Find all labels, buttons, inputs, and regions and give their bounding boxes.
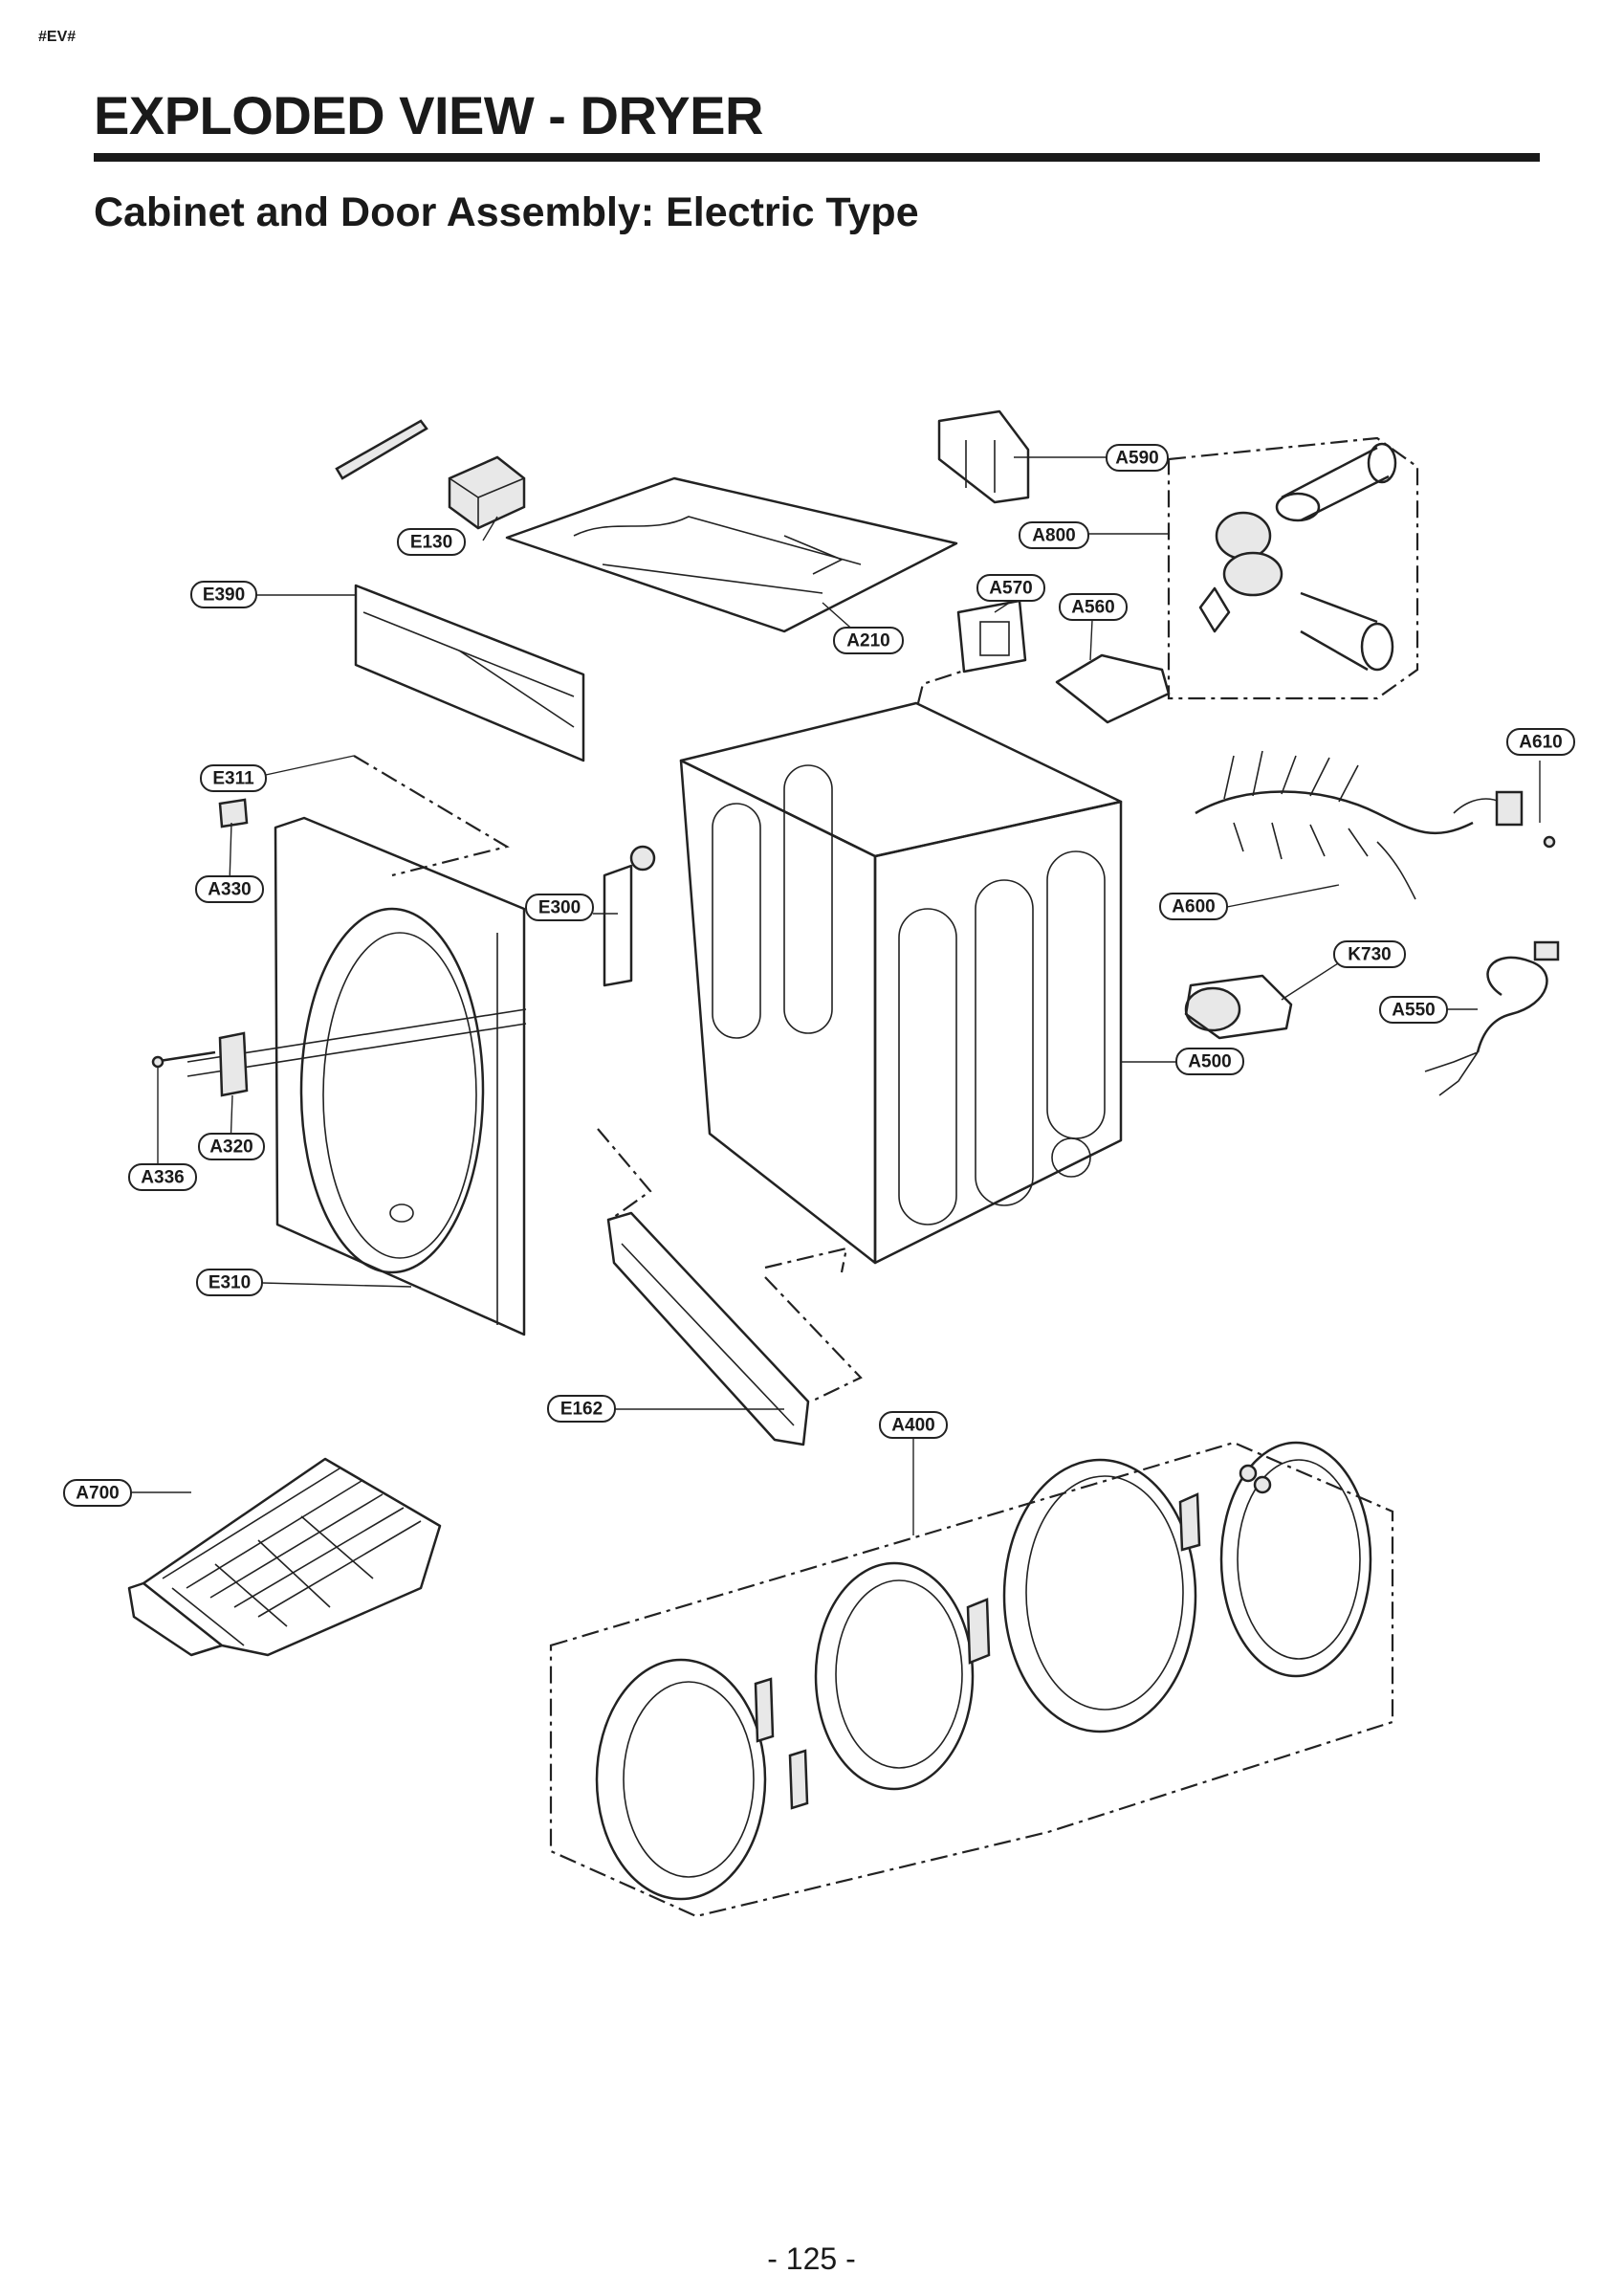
part-art-a320 bbox=[151, 1031, 249, 1097]
part-art-e130 bbox=[448, 455, 526, 530]
svg-text:A550: A550 bbox=[1392, 1001, 1435, 1021]
part-labels: A590 A800 E130 E390 A570 A560 A210 A610 … bbox=[63, 444, 1575, 1507]
part-art-a330 bbox=[218, 798, 249, 828]
part-art-a210 bbox=[505, 476, 958, 633]
svg-text:A560: A560 bbox=[1071, 598, 1114, 618]
label-a610: A610 bbox=[1506, 728, 1575, 756]
page-title: EXPLODED VIEW - DRYER bbox=[94, 85, 763, 145]
svg-text:K730: K730 bbox=[1348, 945, 1391, 965]
svg-text:A700: A700 bbox=[76, 1484, 119, 1504]
label-e300: E300 bbox=[525, 894, 594, 921]
svg-text:A800: A800 bbox=[1032, 526, 1075, 546]
label-a600: A600 bbox=[1159, 893, 1228, 920]
parts-artwork bbox=[127, 409, 1560, 1918]
label-a330: A330 bbox=[195, 875, 264, 903]
label-a560: A560 bbox=[1059, 593, 1128, 621]
label-a210: A210 bbox=[833, 627, 904, 654]
label-a550: A550 bbox=[1379, 996, 1448, 1024]
part-art-strip bbox=[335, 419, 428, 480]
label-k730: K730 bbox=[1333, 940, 1406, 968]
label-a570: A570 bbox=[976, 574, 1045, 602]
svg-text:E130: E130 bbox=[410, 533, 452, 553]
svg-text:A590: A590 bbox=[1115, 449, 1158, 469]
svg-text:A320: A320 bbox=[209, 1137, 252, 1158]
part-art-a590 bbox=[937, 409, 1030, 504]
part-art-a560 bbox=[1055, 653, 1171, 724]
svg-text:A600: A600 bbox=[1172, 897, 1215, 917]
page-subtitle: Cabinet and Door Assembly: Electric Type bbox=[94, 189, 919, 235]
page-number: - 125 - bbox=[767, 2241, 856, 2276]
svg-text:E162: E162 bbox=[560, 1400, 603, 1420]
svg-text:E390: E390 bbox=[203, 585, 245, 606]
part-art-a550 bbox=[1424, 940, 1560, 1096]
svg-text:A336: A336 bbox=[141, 1168, 184, 1188]
label-a320: A320 bbox=[198, 1133, 265, 1160]
label-a336: A336 bbox=[128, 1163, 197, 1191]
part-art-a800 bbox=[1167, 436, 1419, 700]
svg-text:A610: A610 bbox=[1519, 733, 1562, 753]
part-art-e310 bbox=[274, 816, 526, 1336]
label-e390: E390 bbox=[190, 581, 257, 608]
label-e162: E162 bbox=[547, 1395, 616, 1423]
part-art-k730 bbox=[1184, 974, 1293, 1040]
label-a800: A800 bbox=[1019, 521, 1089, 549]
part-art-a600 bbox=[1195, 750, 1556, 900]
part-art-a500 bbox=[679, 701, 1123, 1265]
svg-text:E300: E300 bbox=[538, 898, 581, 918]
part-art-a400 bbox=[549, 1441, 1394, 1918]
svg-text:A570: A570 bbox=[989, 579, 1032, 599]
part-art-e390 bbox=[354, 584, 585, 762]
label-a500: A500 bbox=[1175, 1048, 1244, 1075]
svg-text:A210: A210 bbox=[846, 631, 889, 651]
label-a400: A400 bbox=[879, 1411, 948, 1439]
label-a700: A700 bbox=[63, 1479, 132, 1507]
svg-text:A400: A400 bbox=[891, 1416, 934, 1436]
svg-text:A500: A500 bbox=[1188, 1052, 1231, 1072]
svg-text:E310: E310 bbox=[208, 1273, 251, 1293]
label-e130: E130 bbox=[397, 528, 466, 556]
label-a590: A590 bbox=[1106, 444, 1169, 472]
part-art-a700 bbox=[127, 1457, 442, 1657]
document-tag: #EV# bbox=[38, 29, 77, 45]
part-art-e162 bbox=[606, 1211, 810, 1446]
label-e311: E311 bbox=[200, 764, 267, 792]
part-art-a570 bbox=[956, 599, 1027, 673]
label-e310: E310 bbox=[196, 1269, 263, 1296]
svg-text:E311: E311 bbox=[212, 769, 254, 789]
leader-lines bbox=[131, 456, 1541, 1535]
title-rule bbox=[94, 153, 1540, 162]
svg-text:A330: A330 bbox=[208, 880, 251, 900]
